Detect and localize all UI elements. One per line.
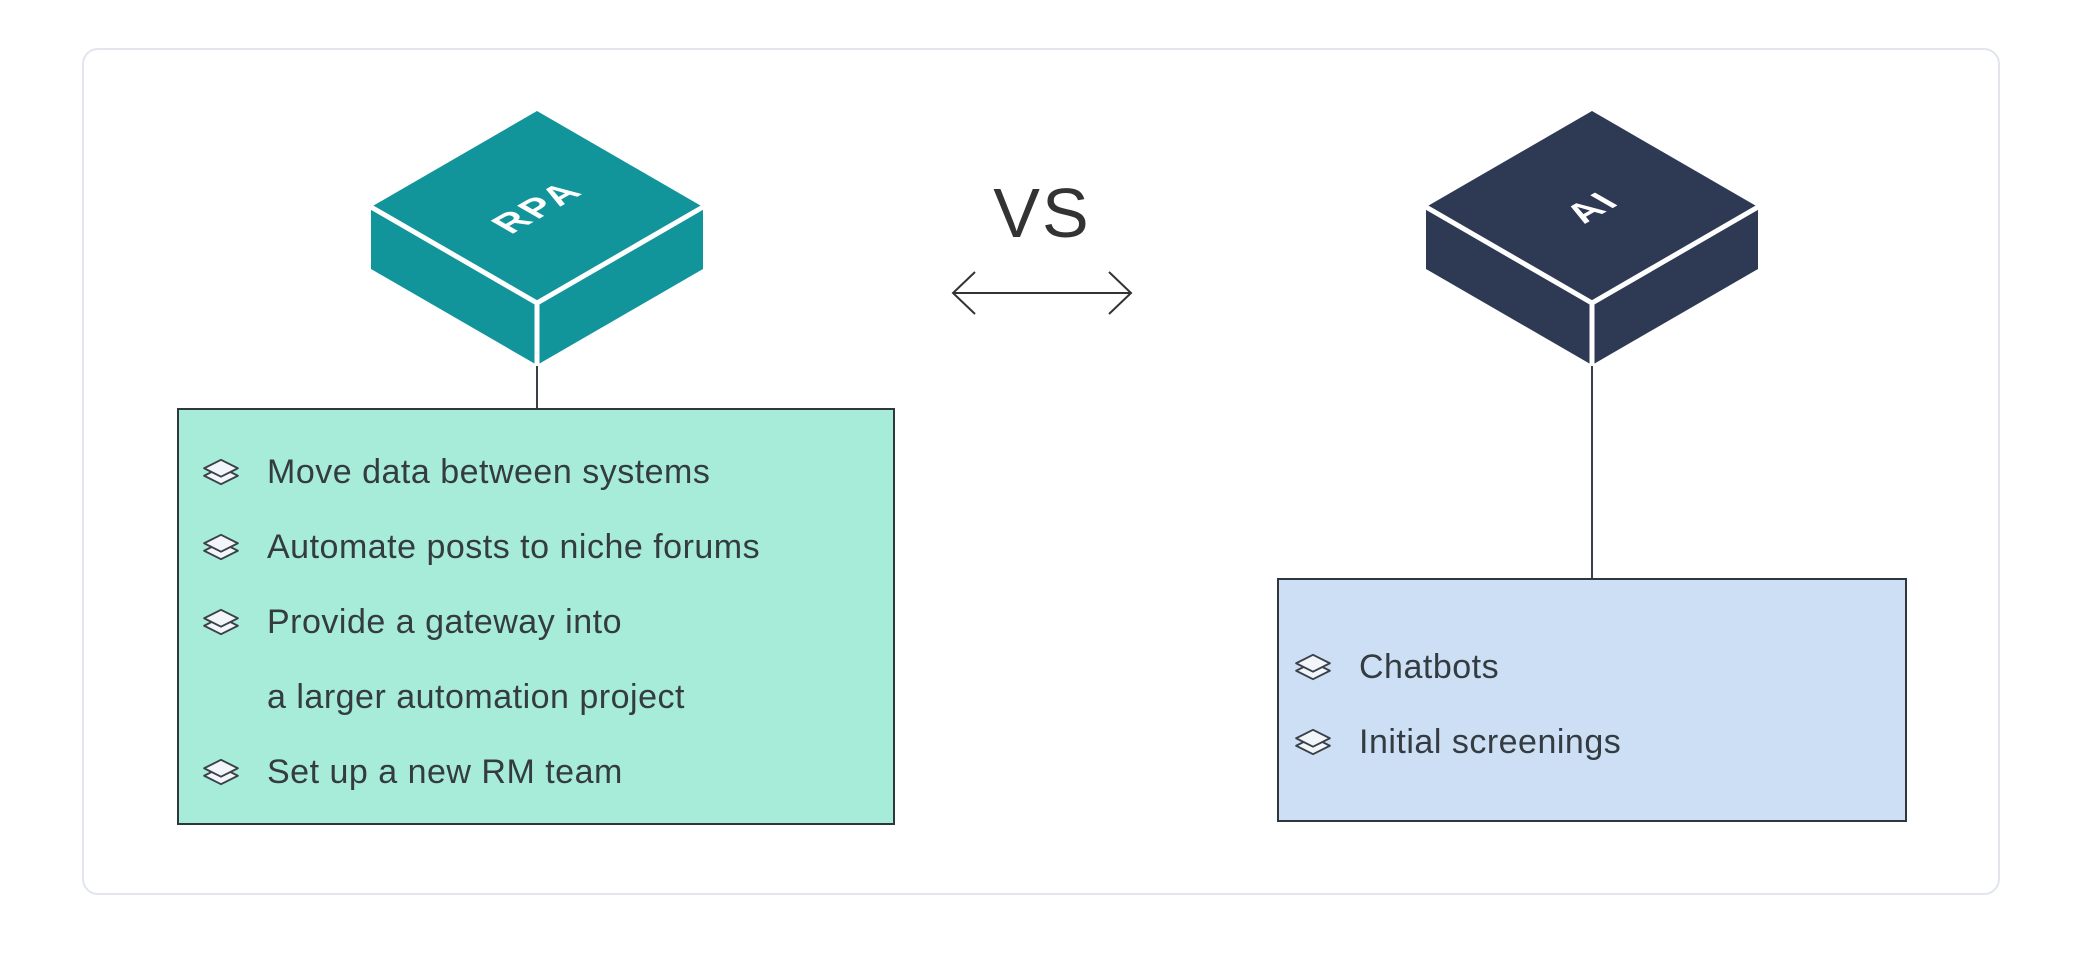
- rpa-cube-left-face: [371, 207, 537, 365]
- list-item-label: Set up a new RM team: [267, 752, 623, 791]
- list-item: Automate posts to niche forums: [202, 527, 873, 566]
- list-item: Provide a gateway into: [202, 602, 873, 641]
- ai-panel: Chatbots Initial screenings: [1277, 578, 1907, 822]
- double-arrow-icon: [951, 271, 1133, 315]
- rpa-cube: RPA: [369, 111, 705, 365]
- list-item: Move data between systems: [202, 452, 873, 491]
- list-item-label: a larger automation project: [267, 677, 685, 716]
- list-item-label: Chatbots: [1359, 647, 1500, 686]
- layers-icon: [1294, 727, 1332, 757]
- rpa-connector-line: [536, 366, 538, 408]
- ai-connector-line: [1591, 366, 1593, 578]
- layers-icon: [202, 607, 240, 637]
- rpa-cube-right-face: [537, 207, 703, 365]
- list-item-label: Initial screenings: [1359, 722, 1622, 761]
- ai-cube-left-face: [1426, 207, 1592, 365]
- list-item: Set up a new RM team: [202, 752, 873, 791]
- layers-icon: [1294, 652, 1332, 682]
- list-item-label: Provide a gateway into: [267, 602, 622, 641]
- layers-icon: [202, 457, 240, 487]
- layers-icon: [202, 532, 240, 562]
- list-item: Initial screenings: [1294, 722, 1885, 761]
- vs-label: VS: [993, 174, 1091, 252]
- ai-cube: AI: [1424, 111, 1760, 365]
- ai-cube-right-face: [1592, 207, 1758, 365]
- rpa-panel: Move data between systems Automate posts…: [177, 408, 895, 825]
- list-item-label: Move data between systems: [267, 452, 711, 491]
- list-item-continuation: a larger automation project: [267, 677, 873, 716]
- list-item-label: Automate posts to niche forums: [267, 527, 761, 566]
- layers-icon: [202, 757, 240, 787]
- list-item: Chatbots: [1294, 647, 1885, 686]
